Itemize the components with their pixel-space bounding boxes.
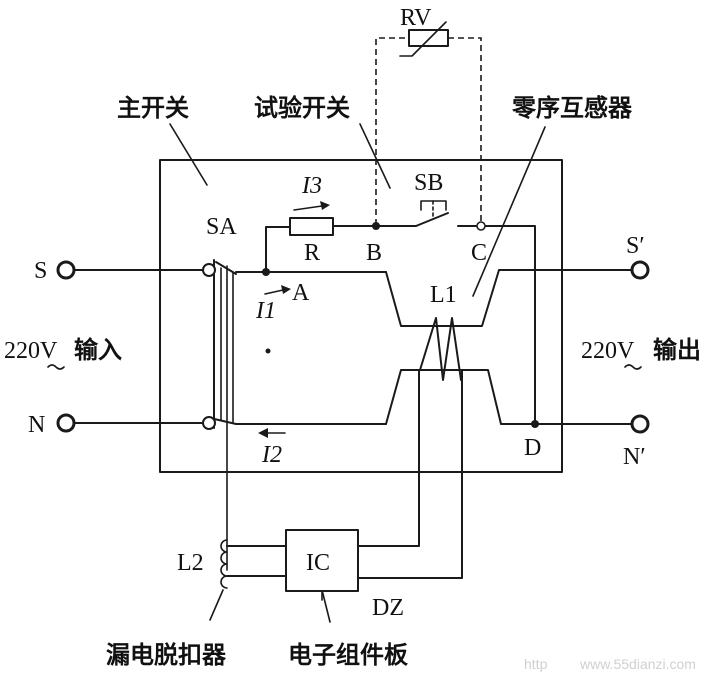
zero-seq-ct-label: 零序互感器 [511, 94, 633, 122]
l2-trip-coil [220, 539, 228, 589]
trip-device-label: 漏电脱扣器 [106, 641, 227, 669]
i2-label: I2 [261, 442, 282, 468]
sb-label: SB [414, 170, 443, 196]
contact-c [476, 221, 486, 231]
input-voltage-label: 220V [4, 338, 58, 364]
b-label: B [366, 240, 382, 266]
test-switch-label: 试验开关 [254, 94, 350, 122]
sa-contact-s [202, 263, 216, 277]
watermark: www.55dianzi.com [579, 656, 696, 672]
node-b [372, 222, 380, 230]
terminal-n-in [56, 413, 76, 433]
ic-circuit [226, 369, 463, 601]
main-switch-box [159, 159, 563, 473]
node-d [531, 420, 539, 428]
sa-contact-n [202, 416, 216, 430]
input-ac-tilde [47, 364, 65, 370]
dz-label: DZ [372, 595, 404, 621]
output-voltage-label: 220V [581, 338, 635, 364]
watermark-prefix: http [524, 656, 548, 672]
n-in-label: N [28, 412, 45, 438]
terminal-s-out [630, 260, 650, 280]
i3-label: I3 [301, 173, 322, 199]
i1-label: I1 [255, 298, 276, 324]
sa-label: SA [206, 214, 237, 240]
output-ac-tilde [624, 364, 642, 370]
main-switch-label: 主开关 [117, 94, 189, 122]
l1-label: L1 [430, 282, 457, 308]
n-out-label: N′ [623, 444, 646, 470]
a-label: A [292, 280, 310, 306]
terminal-n-out [630, 414, 650, 434]
s-out-label: S′ [626, 233, 645, 259]
ic-label: IC [306, 550, 330, 576]
s-in-label: S [34, 258, 47, 284]
rv-label: RV [400, 5, 432, 31]
s-line [72, 261, 633, 327]
l1-coil [419, 317, 462, 381]
node-mark [265, 348, 271, 354]
input-text-label: 输入 [74, 336, 122, 364]
l2-label: L2 [177, 550, 204, 576]
n-line [72, 369, 633, 425]
current-arrows [258, 201, 330, 438]
r-label: R [304, 240, 320, 266]
output-text-label: 输出 [653, 336, 701, 364]
sa-switch-mechanism [213, 259, 234, 571]
d-label: D [524, 435, 541, 461]
terminal-s-in [56, 260, 76, 280]
node-a [262, 268, 270, 276]
test-circuit [265, 200, 536, 425]
electronic-board-label: 电子组件板 [288, 641, 409, 669]
c-label: C [471, 240, 487, 266]
pointer-lines [169, 123, 546, 623]
varistor-rv [375, 21, 482, 225]
